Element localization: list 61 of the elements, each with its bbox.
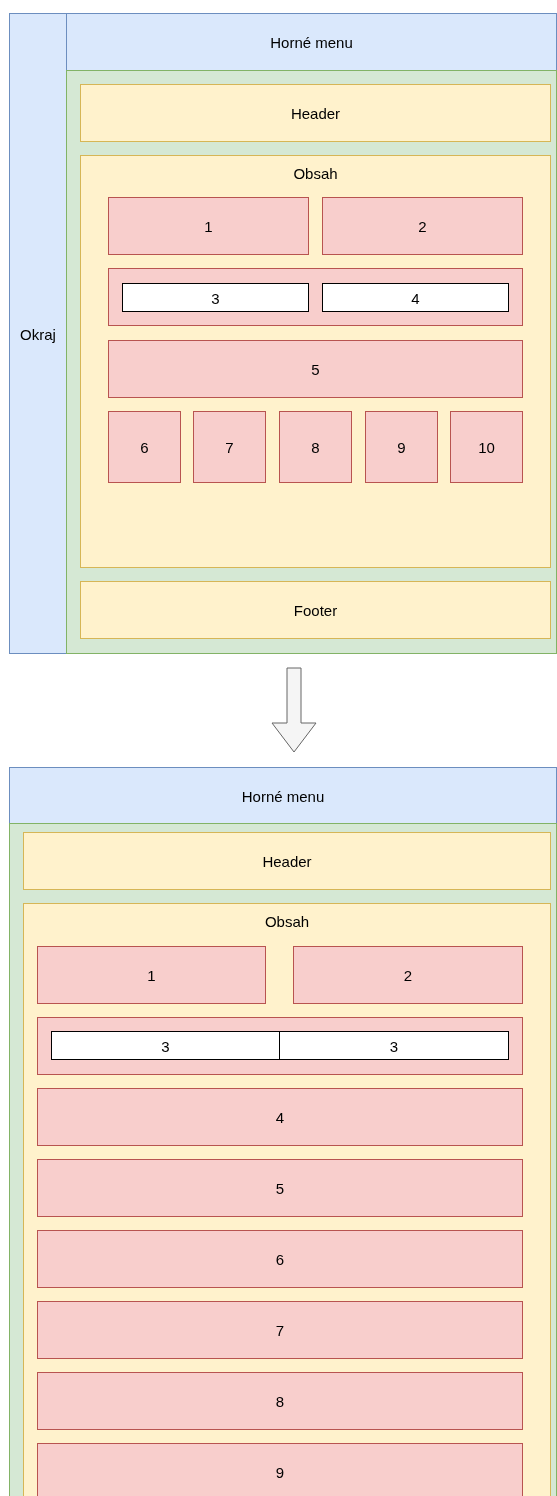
content-block [37, 1372, 523, 1430]
menu-bar [9, 767, 557, 824]
box-label: 8 [274, 1392, 286, 1410]
content-block [108, 340, 523, 398]
content-block [322, 197, 523, 255]
box-label: 4 [274, 1108, 286, 1126]
content-block [193, 411, 266, 483]
box-label: 1 [203, 217, 214, 235]
content-block [37, 1088, 523, 1146]
box-label: Obsah [292, 165, 339, 182]
content-panel [80, 155, 551, 568]
content-block [279, 411, 352, 483]
box-label: 3 [388, 1037, 400, 1054]
box-label: 3 [210, 289, 221, 306]
box-label: Horné menu [269, 33, 354, 51]
box-label: 4 [410, 289, 421, 306]
box-label: 8 [310, 438, 321, 456]
box-label: Header [289, 104, 342, 122]
inner-field [51, 1031, 280, 1060]
footer-panel [80, 581, 551, 639]
box-label: Okraj [19, 325, 57, 342]
box-label: 2 [402, 966, 414, 984]
header-panel [23, 832, 551, 890]
block-arrow [271, 667, 317, 753]
content-block [37, 1443, 523, 1496]
row-panel [37, 1017, 523, 1075]
sidebar-panel [9, 13, 67, 654]
menu-bar [66, 13, 557, 71]
box-label: 10 [477, 438, 496, 456]
row-panel [108, 268, 523, 326]
content-block [37, 1159, 523, 1217]
box-label: 7 [224, 438, 235, 456]
box-label: 5 [274, 1179, 286, 1197]
box-label: 5 [310, 360, 321, 378]
page-area [9, 823, 557, 1496]
box-label: Footer [292, 601, 339, 619]
box-label: 9 [274, 1463, 286, 1481]
content-block [37, 1301, 523, 1359]
box-label: 3 [160, 1037, 171, 1054]
box-label: Obsah [263, 913, 311, 930]
content-block [365, 411, 438, 483]
page-area [66, 70, 557, 654]
box-label: 2 [417, 217, 428, 235]
header-panel [80, 84, 551, 142]
content-block [108, 411, 181, 483]
box-label: 9 [396, 438, 407, 456]
content-block [450, 411, 523, 483]
inner-field [122, 283, 309, 312]
content-block [37, 946, 266, 1004]
box-label: 6 [274, 1250, 286, 1268]
content-block [108, 197, 309, 255]
content-panel [23, 903, 551, 1496]
box-label: 1 [146, 966, 157, 984]
box-label: 7 [274, 1321, 286, 1339]
box-label: Header [261, 852, 313, 870]
content-block [293, 946, 523, 1004]
content-block [37, 1230, 523, 1288]
inner-field [279, 1031, 509, 1060]
inner-field [322, 283, 509, 312]
box-label: 6 [139, 438, 150, 456]
box-label: Horné menu [240, 787, 326, 804]
